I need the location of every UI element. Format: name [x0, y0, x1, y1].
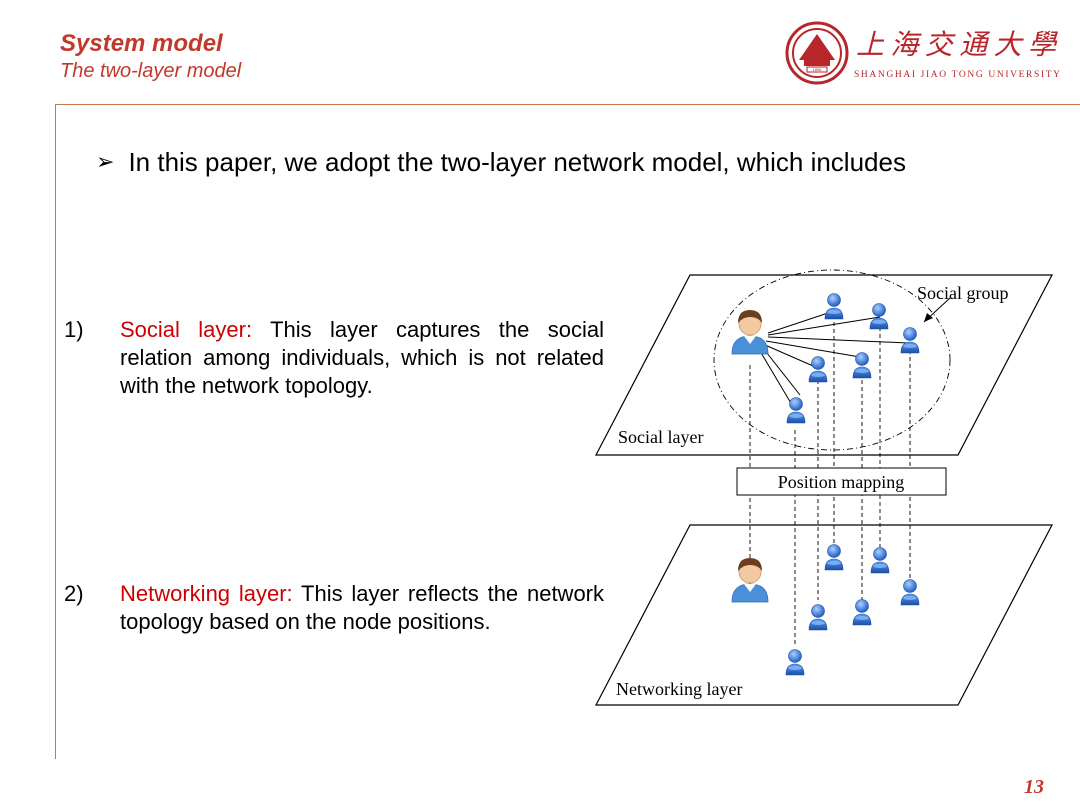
social-group-circle	[713, 269, 951, 451]
svg-text:1896: 1896	[813, 67, 823, 72]
arrow-bullet-icon: ➢	[96, 150, 115, 175]
item-term: Networking layer:	[120, 581, 293, 606]
item-number: 1)	[64, 317, 84, 342]
user-avatar-icon	[731, 309, 769, 355]
list-item-social-layer: 1) Social layer: This layer captures the…	[64, 316, 604, 400]
intro-bullet: ➢ In this paper, we adopt the two-layer n…	[96, 147, 906, 178]
mapping-lines	[749, 315, 911, 645]
social-links	[759, 310, 909, 411]
header-divider	[56, 104, 1080, 105]
item-number: 2)	[64, 581, 84, 606]
university-logo: 1896 上海交通大學 SHANGHAI JIAO TONG UNIVERSIT…	[785, 21, 1060, 85]
list-item-networking-layer: 2) Networking layer: This layer reflects…	[64, 580, 604, 636]
item-text: This layer reflects the network topology…	[120, 581, 604, 634]
svg-text:上海交通大學: 上海交通大學	[856, 28, 1059, 61]
social-layer-label: Social layer	[618, 427, 703, 447]
seal-icon: 1896	[785, 21, 849, 85]
slide-subtitle: The two-layer model	[60, 60, 242, 82]
person-node-icon	[869, 303, 889, 330]
page-number: 13	[1024, 776, 1044, 798]
item-term: Social layer:	[120, 317, 253, 342]
user-avatar-icon	[731, 557, 769, 603]
left-rule	[55, 104, 56, 759]
two-layer-diagram: Social group Social layer Position mappi…	[595, 269, 1053, 706]
position-mapping-label: Position mapping	[778, 472, 905, 492]
networking-layer-label: Networking layer	[616, 679, 742, 699]
social-group-label: Social group	[917, 283, 1009, 303]
networking-layer-plane	[595, 524, 1053, 706]
person-node-icon	[900, 327, 920, 354]
intro-bullet-text: In this paper, we adopt the two-layer ne…	[128, 147, 906, 177]
social-layer-plane	[595, 274, 1053, 456]
person-node-icon	[785, 649, 805, 676]
slide-title: System model	[60, 30, 223, 57]
person-node-icon	[900, 579, 920, 606]
item-text: This layer captures the social relation …	[120, 317, 604, 398]
person-node-icon	[808, 356, 828, 383]
svg-text:SHANGHAI JIAO TONG UNIVERSITY: SHANGHAI JIAO TONG UNIVERSITY	[854, 70, 1060, 80]
person-node-icon	[824, 293, 844, 320]
person-node-icon	[808, 604, 828, 631]
person-node-icon	[870, 547, 890, 574]
person-node-icon	[824, 544, 844, 571]
person-node-icon	[852, 599, 872, 626]
